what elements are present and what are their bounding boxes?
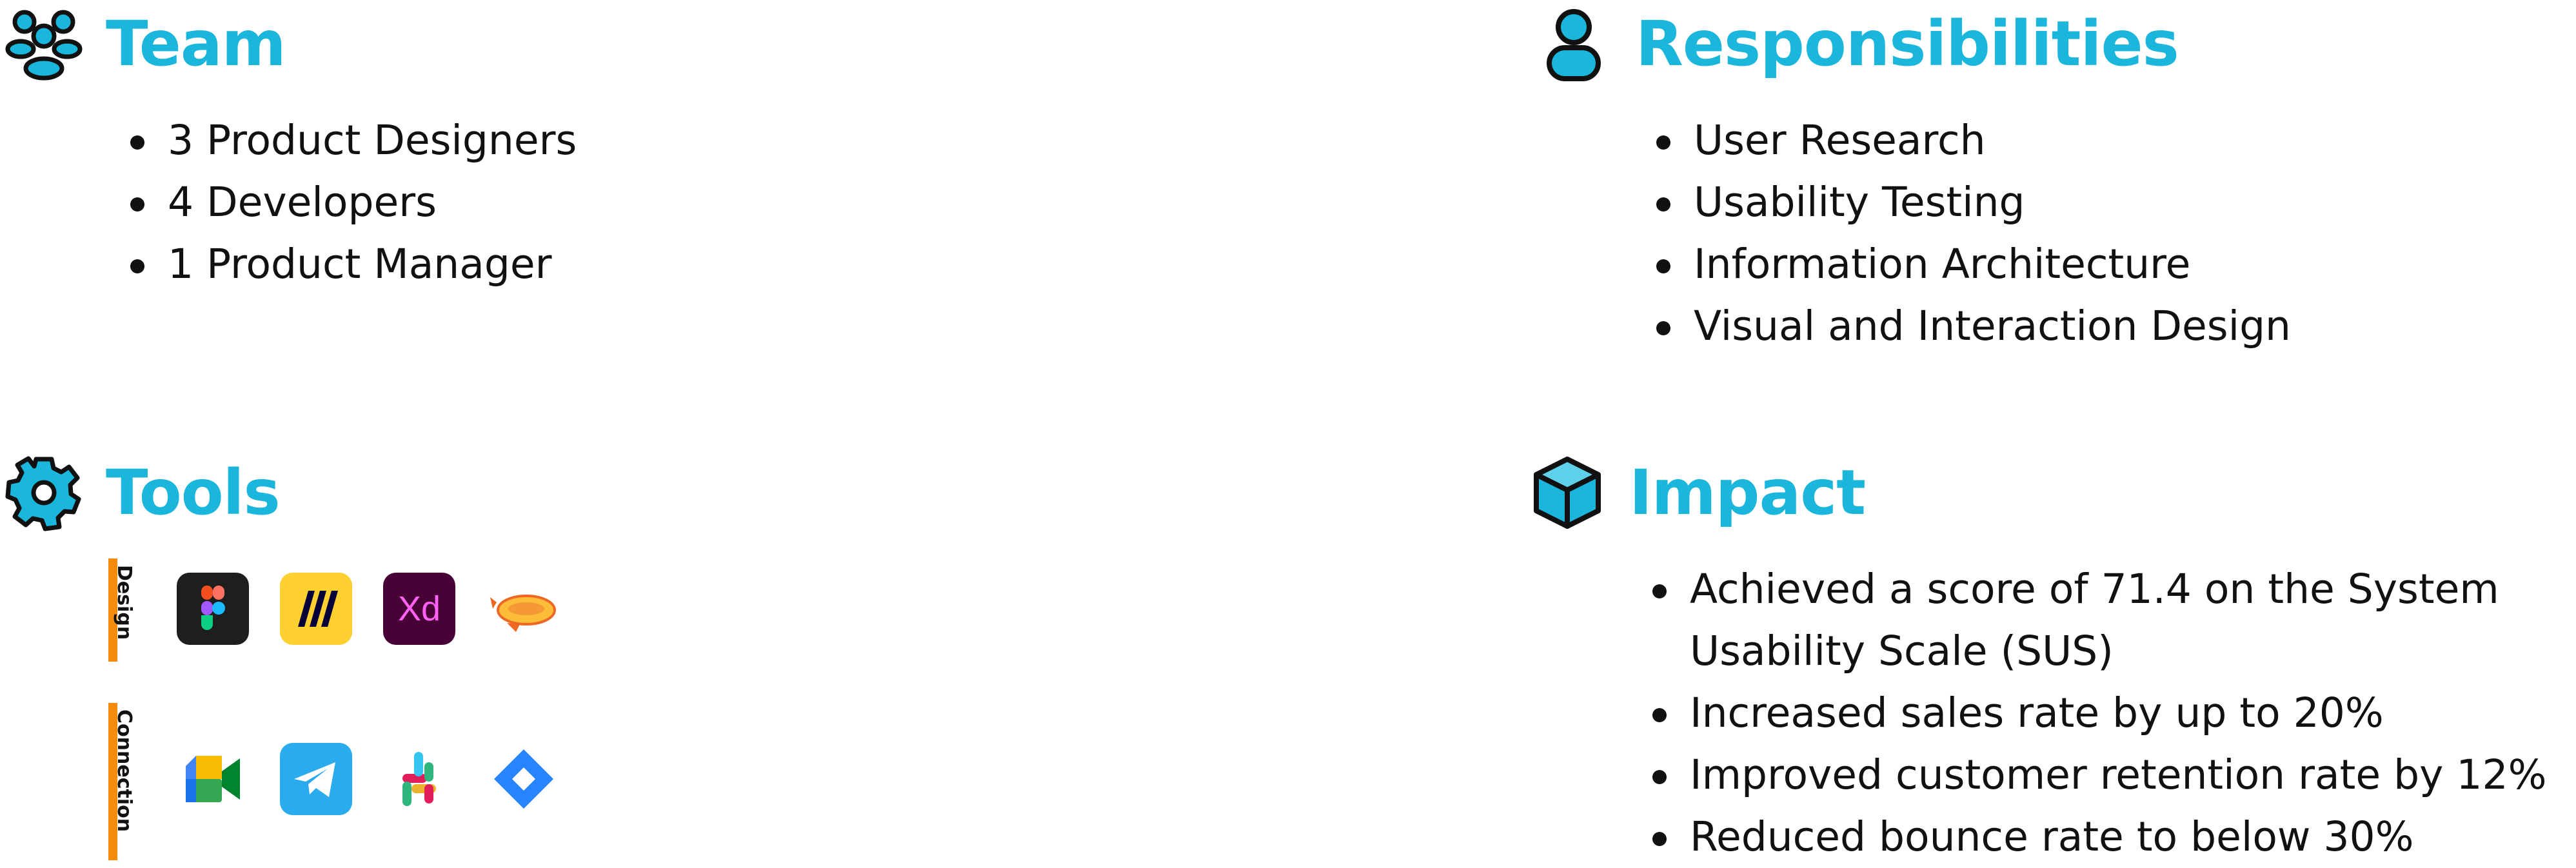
tools-heading: Tools [5, 454, 281, 531]
team-list: 3 Product Designers 4 Developers 1 Produ… [129, 110, 577, 295]
list-item: 1 Product Manager [129, 233, 577, 295]
list-item: 3 Product Designers [129, 110, 577, 172]
figma-icon [177, 573, 249, 645]
telegram-icon [280, 743, 352, 815]
responsibilities-title: Responsibilities [1636, 8, 2179, 80]
list-item: 4 Developers [129, 172, 577, 233]
design-label-bar [108, 558, 117, 662]
list-item: Increased sales rate by up to 20% [1651, 682, 2573, 744]
responsibilities-heading: Responsibilities [1535, 5, 2179, 83]
team-title: Team [106, 8, 286, 80]
person-icon [1535, 5, 1612, 83]
list-item: User Research [1655, 110, 2291, 172]
list-item: Visual and Interaction Design [1655, 295, 2291, 357]
design-group-label: Design [113, 565, 135, 640]
impact-title: Impact [1629, 457, 1866, 529]
svg-text:Xd: Xd [398, 589, 441, 628]
tools-title: Tools [106, 457, 281, 529]
google-meet-icon [177, 743, 249, 815]
list-item: Achieved a score of 71.4 on the System U… [1651, 558, 2573, 682]
miro-icon [280, 573, 352, 645]
list-item: Reduced bounce rate to below 30% [1651, 806, 2573, 868]
team-heading: Team [5, 5, 286, 83]
connection-label-bar [108, 703, 117, 860]
cube-icon [1529, 454, 1606, 531]
team-people-icon [5, 5, 83, 83]
list-item: Information Architecture [1655, 233, 2291, 295]
adobe-xd-icon: Xd [383, 573, 455, 645]
impact-list: Achieved a score of 71.4 on the System U… [1651, 558, 2573, 868]
gear-icon [5, 454, 83, 531]
impact-heading: Impact [1529, 454, 1866, 531]
slack-icon [383, 743, 455, 815]
jira-icon [488, 743, 560, 815]
responsibilities-list: User Research Usability Testing Informat… [1655, 110, 2291, 357]
zeplin-icon [488, 573, 560, 645]
list-item: Improved customer retention rate by 12% [1651, 744, 2573, 806]
connection-group-label: Connection [113, 709, 135, 833]
list-item: Usability Testing [1655, 172, 2291, 233]
